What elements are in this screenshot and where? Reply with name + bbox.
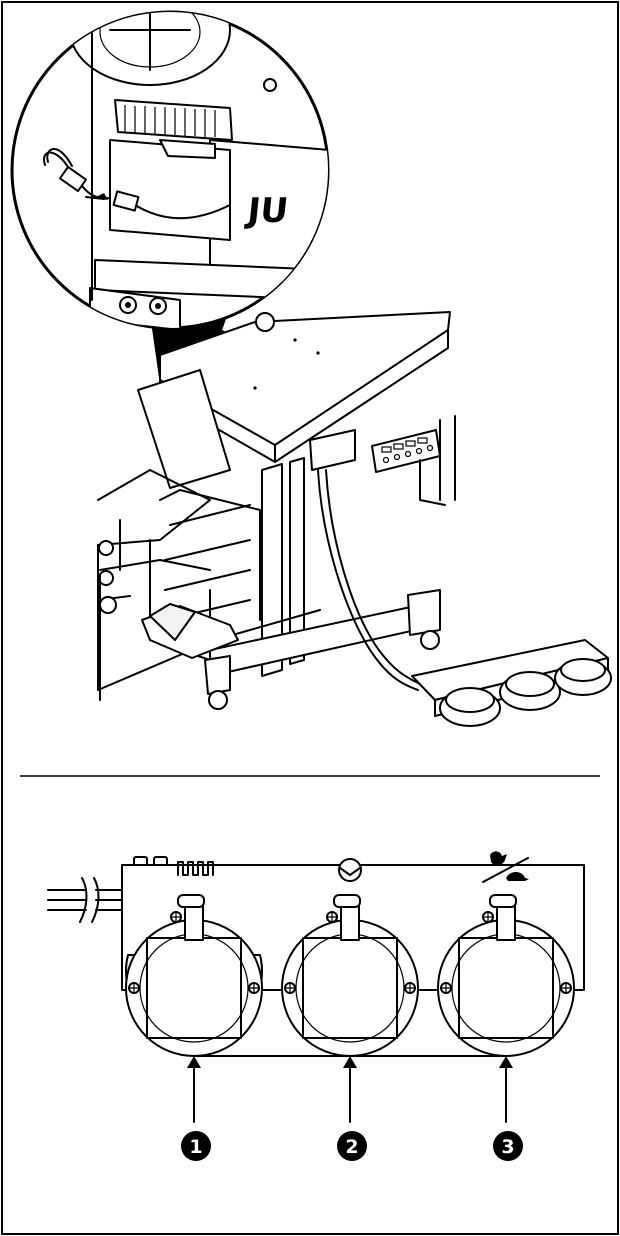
callout-3: 3 [493,1131,523,1161]
pedal-cable [317,469,419,691]
stand-base [209,604,439,673]
stand-foot-left [204,655,231,695]
svg-text:1: 1 [189,1136,202,1158]
svg-text:3: 3 [501,1136,514,1158]
motor-unit [137,369,231,489]
connector-plug [58,165,88,193]
table-edge-right [274,329,449,463]
sewing-machine-figure [97,280,612,727]
stand-foot-right [407,589,441,636]
table-underside [94,259,328,301]
foot-switch-top-view: 1 2 3 [47,851,585,1161]
pedal-3[interactable] [437,851,575,1057]
pedal-2[interactable] [281,858,419,1057]
speed-rabbit-turtle-icon [482,851,529,883]
clamp-icon [338,858,362,882]
foot-switch-3pedal [411,639,612,727]
pedal-1[interactable] [125,861,263,1057]
svg-text:2: 2 [345,1136,358,1158]
cable-left [47,889,87,911]
cable-right [95,889,123,911]
stitch-icon [177,861,214,876]
caster-right [420,630,440,650]
magnified-detail: JU [10,10,330,330]
connector-socket [112,190,140,212]
caster-back [99,596,117,614]
caster-left [208,690,228,710]
brand-logo: JU [244,191,290,231]
heat-sink [114,99,233,141]
bobbin-winder [255,312,275,332]
control-box [309,429,356,471]
left-table [97,469,211,546]
callout-2: 2 [337,1131,367,1161]
front-leg-rear [289,457,305,665]
callout-1: 1 [181,1131,211,1161]
